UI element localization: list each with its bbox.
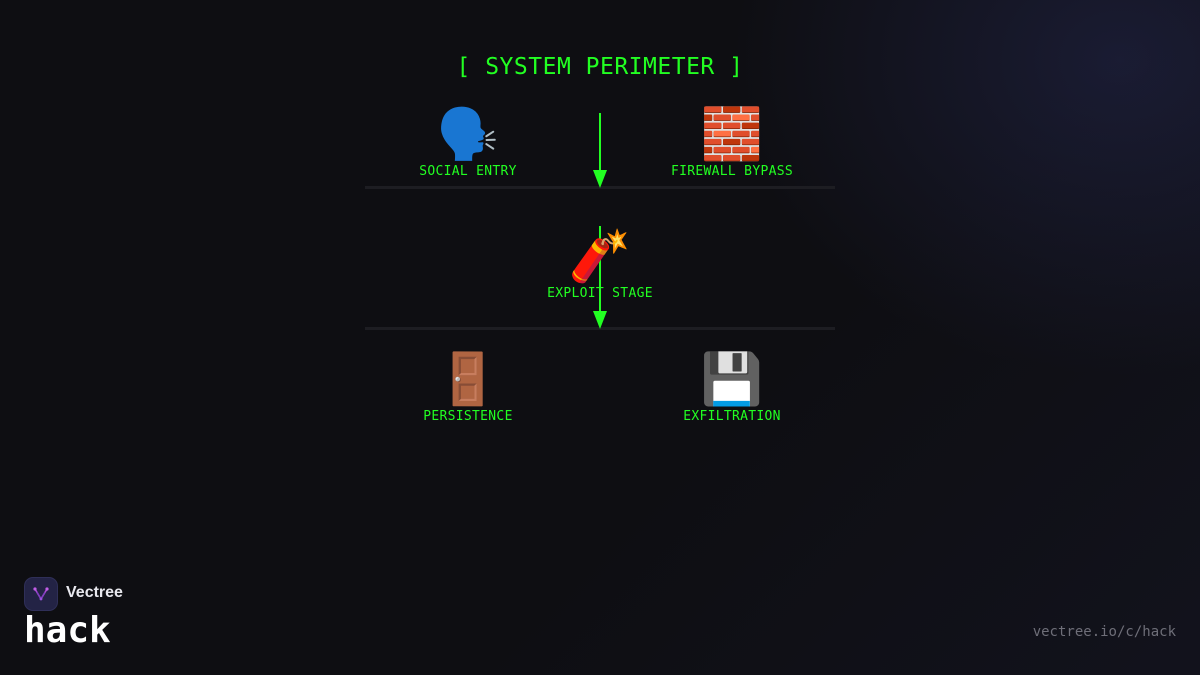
brand-name: Vectree (66, 584, 123, 601)
channel-name: hack (24, 610, 111, 651)
node-social-entry: 🗣️ SOCIAL ENTRY (368, 106, 568, 179)
node-label: SOCIAL ENTRY (419, 164, 517, 179)
node-exfiltration: 💾 EXFILTRATION (632, 351, 832, 424)
arrow-out-of-exploit (593, 226, 607, 329)
firecracker-icon: 🧨 (568, 227, 632, 285)
arrow-into-exploit (593, 113, 607, 188)
node-label: EXPLOIT STAGE (547, 286, 653, 301)
floppy-disk-icon: 💾 (700, 350, 764, 408)
node-firewall-bypass: 🧱 FIREWALL BYPASS (632, 106, 832, 179)
node-label: PERSISTENCE (423, 409, 513, 424)
node-exploit-stage: 🧨 EXPLOIT STAGE (500, 228, 700, 301)
node-label: FIREWALL BYPASS (671, 164, 793, 179)
node-label: EXFILTRATION (683, 409, 781, 424)
footer-url[interactable]: vectree.io/c/hack (1032, 624, 1176, 640)
brick-wall-icon: 🧱 (700, 105, 764, 163)
door-icon: 🚪 (436, 350, 500, 408)
diagram-title: [ SYSTEM PERIMETER ] (456, 54, 744, 80)
node-persistence: 🚪 PERSISTENCE (368, 351, 568, 424)
vectree-logo-icon (24, 577, 58, 611)
speaking-head-icon: 🗣️ (436, 105, 500, 163)
